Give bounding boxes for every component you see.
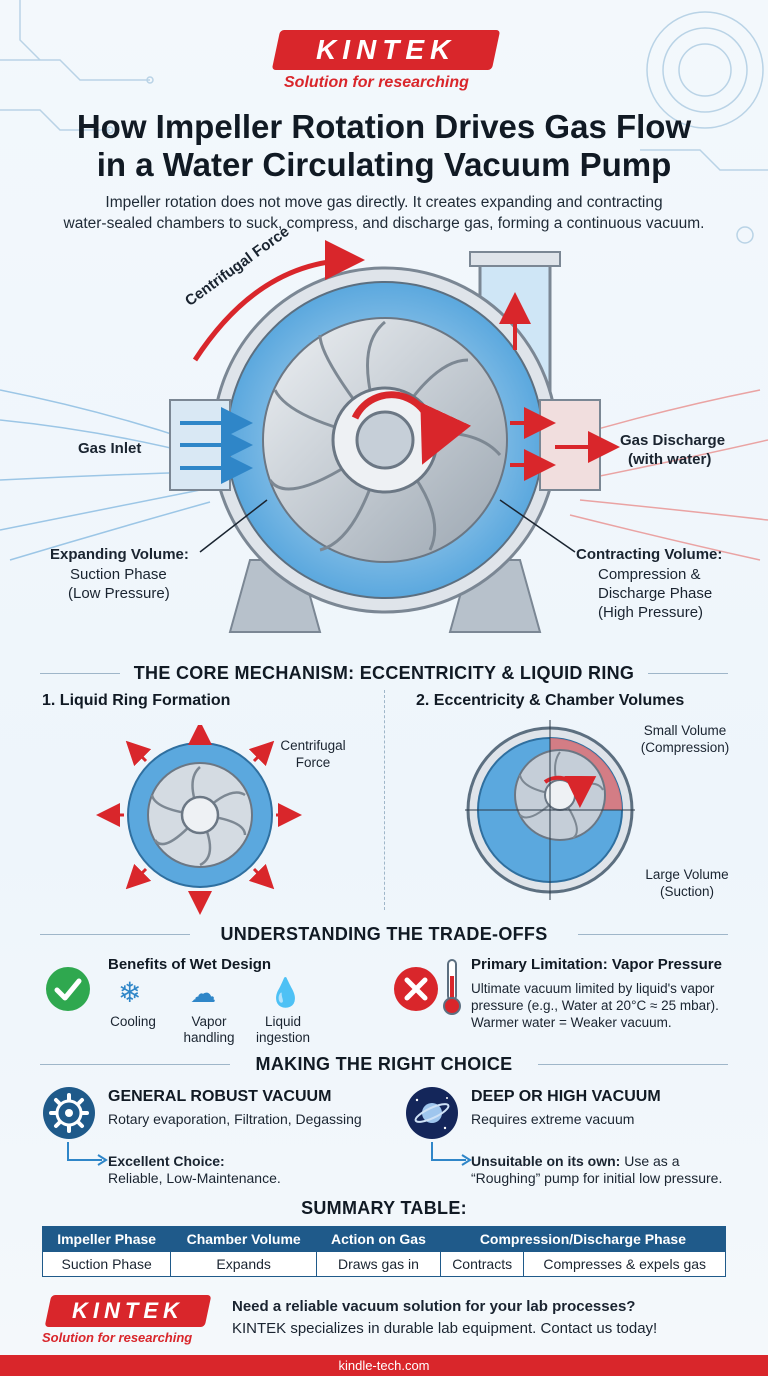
eccentricity-title: 2. Eccentricity & Chamber Volumes (416, 692, 685, 709)
summary-table: Impeller Phase Chamber Volume Action on … (41, 1226, 727, 1277)
tradeoffs-heading: UNDERSTANDING THE TRADE-OFFS (220, 924, 548, 944)
planet-icon (406, 1087, 458, 1139)
choice-heading: MAKING THE RIGHT CHOICE (255, 1054, 513, 1074)
footer-tagline: Solution for researching (42, 1330, 193, 1345)
deep-vacuum-title: DEEP OR HIGH VACUUM (471, 1088, 661, 1105)
summary-data-row: Suction Phase Expands Draws gas in Contr… (41, 1251, 726, 1277)
gas-discharge-label-1: Gas Discharge (620, 432, 726, 449)
general-verdict: Excellent Choice: (108, 1153, 225, 1169)
cta-line2: KINTEK specializes in durable lab equipm… (232, 1320, 658, 1337)
summary-cell: Compresses & expels gas (523, 1251, 726, 1277)
contracting-volume-l4: (High Pressure) (598, 604, 704, 621)
left-force-label-2: Force (295, 755, 331, 770)
expanding-volume-title: Expanding Volume: (50, 546, 189, 563)
large-volume-label-1: Large Volume (645, 867, 729, 882)
general-verdict-desc: Reliable, Low-Maintenance. (108, 1170, 281, 1186)
summary-cell: Contracts (439, 1251, 525, 1277)
choice-divider-left (40, 1064, 230, 1065)
droplet-icon: 💧 (268, 977, 303, 1008)
page-title-line2: in a Water Circulating Vacuum Pump (96, 146, 672, 183)
benefit-vapor-l2: handling (183, 1030, 235, 1045)
summary-cell: Expands (170, 1251, 318, 1277)
summary-header: Action on Gas (316, 1226, 441, 1252)
benefit-liquid-l2: ingestion (255, 1030, 311, 1045)
general-vacuum-desc: Rotary evaporation, Filtration, Degassin… (108, 1111, 362, 1127)
benefit-cooling: Cooling (110, 1014, 156, 1029)
brand-tagline: Solution for researching (284, 74, 469, 91)
gas-inlet-label: Gas Inlet (78, 440, 142, 457)
left-force-label-1: Centrifugal (280, 738, 346, 753)
contracting-volume-title: Contracting Volume: (576, 546, 723, 563)
snowflake-icon: ❄ (118, 977, 142, 1008)
summary-header: Compression/Discharge Phase (439, 1226, 727, 1252)
deep-verdict: Unsuitable on its own: Use as a (471, 1152, 679, 1170)
choice-divider-right (538, 1064, 728, 1065)
thermometer-icon (443, 959, 461, 1015)
summary-header: Impeller Phase (41, 1226, 172, 1252)
cloud-rain-icon: ☁ (190, 978, 216, 1008)
general-arrow (67, 1142, 108, 1166)
summary-cell: Suction Phase (41, 1251, 172, 1277)
liquid-ring-title: 1. Liquid Ring Formation (42, 692, 231, 709)
page-title-line1: How Impeller Rotation Drives Gas Flow (76, 108, 692, 145)
footer-url[interactable]: kindle-tech.com (0, 1355, 768, 1376)
contracting-leader-line (499, 499, 576, 553)
x-icon (394, 967, 438, 1011)
small-volume-label-1: Small Volume (643, 723, 727, 738)
circuit-decoration (0, 0, 768, 244)
large-volume-label-2: (Suction) (659, 884, 715, 899)
summary-cell: Draws gas in (316, 1251, 441, 1277)
limitation-line3: Warmer water = Weaker vacuum. (471, 1015, 672, 1030)
benefit-vapor-l1: Vapor (191, 1014, 227, 1029)
tradeoff-divider-left (40, 934, 190, 935)
summary-header-row: Impeller Phase Chamber Volume Action on … (41, 1226, 727, 1252)
contracting-volume-l2: Compression & (598, 566, 701, 583)
summary-header: Chamber Volume (170, 1226, 318, 1252)
expanding-volume-l2: Suction Phase (70, 566, 167, 583)
core-vertical-divider (384, 690, 385, 910)
limitation-line1: Ultimate vacuum limited by liquid's vapo… (471, 981, 715, 996)
benefit-liquid-l1: Liquid (264, 1014, 302, 1029)
core-divider-right (648, 673, 728, 674)
subtitle-line1: Impeller rotation does not move gas dire… (105, 194, 663, 211)
deep-verdict-rest: Use as a (620, 1153, 680, 1169)
eccentricity-diagram (465, 720, 635, 900)
subtitle-line2: water-sealed chambers to suck, compress,… (63, 215, 705, 232)
expanding-volume-l3: (Low Pressure) (68, 585, 170, 602)
contracting-volume-l3: Discharge Phase (598, 585, 713, 602)
limitation-line2: pressure (e.g., Water at 20°C ≈ 25 mbar)… (471, 998, 719, 1013)
gear-icon (43, 1087, 95, 1139)
pump-illustration (0, 240, 768, 633)
summary-heading: SUMMARY TABLE: (301, 1198, 467, 1218)
check-icon (46, 967, 90, 1011)
general-vacuum-title: GENERAL ROBUST VACUUM (108, 1088, 332, 1105)
cta-line1: Need a reliable vacuum solution for your… (232, 1298, 636, 1315)
limitation-title: Primary Limitation: Vapor Pressure (471, 956, 722, 973)
core-divider-left (40, 673, 120, 674)
deep-verdict-line2: “Roughing” pump for initial low pressure… (471, 1170, 723, 1186)
deep-arrow (431, 1142, 472, 1166)
expanding-leader-line (199, 499, 268, 553)
deep-vacuum-desc: Requires extreme vacuum (471, 1111, 635, 1127)
benefits-title: Benefits of Wet Design (108, 956, 272, 973)
tradeoff-divider-right (578, 934, 728, 935)
deep-verdict-bold: Unsuitable on its own: (471, 1153, 621, 1169)
small-volume-label-2: (Compression) (640, 740, 730, 755)
core-heading: THE CORE MECHANISM: ECCENTRICITY & LIQUI… (133, 663, 635, 683)
kintek-logo-footer: KINTEK (44, 1295, 212, 1327)
liquid-ring-diagram (96, 725, 302, 915)
gas-discharge-label-2: (with water) (628, 451, 712, 468)
